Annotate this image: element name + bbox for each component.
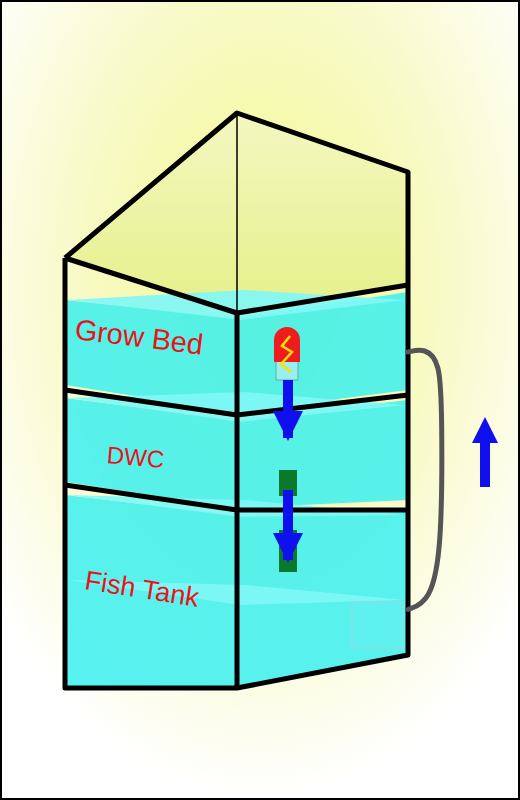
tank-level: DWC (65, 438, 408, 490)
level-label: Fish Tank (83, 566, 201, 613)
return-pipe (408, 350, 442, 609)
flow-arrow (283, 380, 293, 438)
pump-box (352, 602, 404, 648)
flow-arrow (283, 490, 293, 560)
level-label: DWC (106, 442, 165, 473)
level-label: Grow Bed (73, 314, 205, 361)
roof-edge (236, 113, 238, 313)
tower-frame (65, 113, 408, 688)
tank-level: Grow Bed (65, 300, 408, 380)
heater-symbol (274, 327, 300, 380)
water-bands (65, 292, 408, 688)
flow-arrow (480, 430, 490, 487)
drain-pipe (279, 470, 297, 496)
drain-pipe (279, 530, 297, 572)
tank-level: Fish Tank (65, 560, 408, 650)
